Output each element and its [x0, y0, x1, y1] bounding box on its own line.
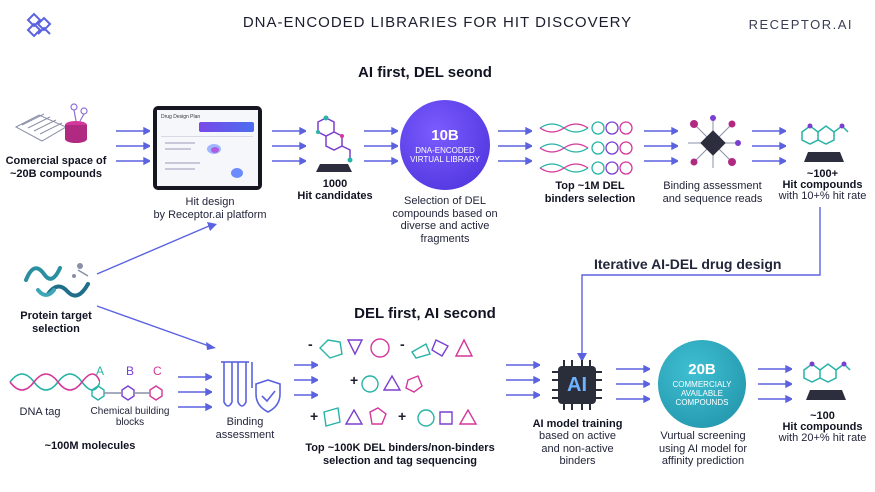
arrows-b5	[758, 364, 792, 404]
bottom-hits-label: Hit compounds	[782, 421, 863, 433]
building-blocks-icon	[86, 376, 178, 411]
bottom-hits-count: ~100	[810, 410, 835, 422]
minus-sign-1: -	[308, 336, 313, 352]
top-binders-label: Top ~1M DEL binders selection	[544, 180, 636, 205]
platform-screen: Drug Design Plan	[153, 106, 262, 190]
blocks-label: Chemical building blocks	[90, 406, 170, 428]
top-hits-label: Hit compounds	[782, 179, 863, 191]
protein-arrows	[95, 222, 225, 355]
arrows-6	[752, 126, 786, 166]
plus-sign-2: +	[310, 408, 319, 424]
top-hits-count: ~100+	[806, 168, 839, 180]
block-c-letter: C	[153, 364, 162, 378]
arrows-5	[644, 126, 678, 166]
hit-design-line-1: Hit design	[185, 196, 235, 208]
bottom-section-title: DEL first, AI second	[354, 305, 496, 322]
binders-selection-label: Top ~100K DEL binders/non-binders select…	[305, 442, 495, 467]
ai-chip-icon: AI	[552, 360, 602, 410]
arrows-4	[498, 126, 532, 166]
binding-assessment-tubes-icon	[218, 358, 284, 419]
hit-design-line-2: by Receptor.ai platform	[153, 208, 267, 221]
arrows-3	[364, 126, 398, 166]
virtual-library-label: DNA-ENCODED VIRTUAL LIBRARY	[410, 145, 480, 164]
molecules-label: ~100M molecules	[44, 440, 136, 452]
candidates-count: 1000	[322, 178, 348, 190]
hit-compounds-top-icon	[796, 112, 852, 173]
arrows-b3	[506, 360, 540, 400]
commercial-space-label: Comercial space of ~20B compounds	[5, 155, 107, 180]
screen-title: Drug Design Plan	[161, 114, 201, 120]
commercial-compounds-label: COMMERCIALY AVAILABLE COMPOUNDS	[672, 380, 732, 407]
receptor-logo-icon	[24, 10, 54, 45]
vscreen-label: Vurtual screening using AI model for aff…	[658, 430, 748, 467]
hit-candidates-molecule-icon	[310, 112, 358, 179]
commercial-compounds-circle: 20B COMMERCIALY AVAILABLE COMPOUNDS	[658, 340, 746, 428]
virtual-library-size: 10B	[431, 126, 459, 144]
ai-training-title: AI model training	[532, 418, 623, 430]
block-a-letter: A	[96, 364, 105, 378]
top-section-title: AI first, DEL seond	[358, 64, 492, 81]
selection-label: Selection of DEL compounds based on dive…	[392, 195, 498, 245]
candidates-label: Hit candidates	[297, 190, 373, 202]
plus-sign-1: +	[350, 372, 359, 388]
arrows-1	[116, 126, 150, 166]
arrows-b1	[178, 372, 212, 412]
commercial-compounds-size: 20B	[688, 361, 716, 378]
del-binder-molecules-icon	[318, 336, 508, 441]
ai-chip-text: AI	[558, 366, 596, 404]
iterative-label: Iterative AI-DEL drug design	[590, 256, 786, 272]
arrows-b4	[616, 364, 650, 404]
brand-name: RECEPTOR.AI	[748, 17, 853, 32]
iterative-loop-arrow	[570, 205, 830, 370]
arrows-b2	[294, 360, 318, 400]
del-binders-strands-icon	[538, 118, 638, 183]
minus-sign-2: -	[400, 336, 405, 352]
ai-training-desc: based on active and non-active binders	[538, 430, 617, 467]
binding-label: Binding assessment and sequence reads	[662, 180, 763, 205]
top-hits-rate: with 10+% hit rate	[778, 190, 867, 202]
hit-compounds-bottom-icon	[798, 350, 854, 411]
page-title: DNA-ENCODED LIBRARIES FOR HIT DISCOVERY	[242, 14, 633, 31]
plus-sign-3: +	[398, 408, 407, 424]
dna-tag-label: DNA tag	[19, 406, 61, 418]
block-b-letter: B	[126, 364, 135, 378]
hit-design-label: Hit design by Receptor.ai platform	[145, 196, 275, 221]
compound-database-icon	[14, 97, 104, 157]
bottom-hits-rate: with 20+% hit rate	[778, 432, 867, 444]
virtual-library-circle: 10B DNA-ENCODED VIRTUAL LIBRARY	[400, 100, 490, 190]
protein-structure-icon	[18, 250, 98, 313]
binding-assessment-label: Binding assessment	[215, 416, 275, 441]
arrows-2	[272, 126, 306, 166]
binding-assessment-icon	[682, 112, 744, 179]
dna-tag-helix-icon	[8, 360, 101, 409]
protein-label: Protein target selection	[20, 310, 92, 335]
